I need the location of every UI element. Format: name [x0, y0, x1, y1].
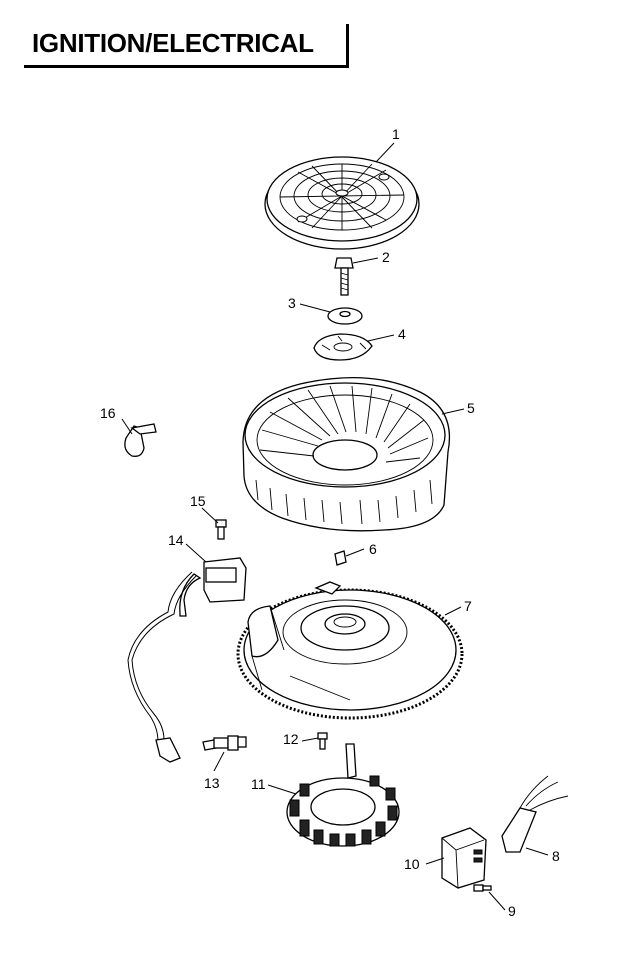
part-1-flywheel-screen	[264, 156, 420, 250]
callout-7: 7	[464, 598, 472, 614]
callout-15: 15	[190, 493, 206, 509]
callout-6: 6	[369, 541, 377, 557]
callout-1: 1	[392, 126, 400, 142]
title-box: IGNITION/ELECTRICAL	[24, 24, 349, 68]
page-title: IGNITION/ELECTRICAL	[32, 28, 314, 58]
part-2-flywheel-bolt	[334, 257, 354, 296]
callout-13: 13	[204, 775, 220, 791]
callout-16: 16	[100, 405, 116, 421]
part-12-screw	[317, 732, 328, 750]
callout-2: 2	[382, 249, 390, 265]
part-4-fan-retainer	[313, 333, 373, 361]
part-5-cooling-fan	[242, 376, 451, 532]
callout-5: 5	[467, 400, 475, 416]
part-13-spark-plug	[202, 735, 247, 751]
callout-4: 4	[398, 326, 406, 342]
part-7-flywheel	[236, 581, 464, 720]
callout-10: 10	[404, 856, 420, 872]
part-11-stator	[286, 743, 400, 847]
part-6-flywheel-key	[334, 550, 347, 566]
callout-11: 11	[251, 776, 266, 792]
part-9-screw	[473, 884, 492, 892]
callout-labels: 1 2 3 4 5 6 7 8 9 10 11 12 13 14 15 16	[100, 126, 560, 919]
callout-8: 8	[552, 848, 560, 864]
callout-12: 12	[283, 731, 299, 747]
part-16-clip	[124, 423, 157, 457]
part-3-washer	[327, 307, 363, 325]
callout-3: 3	[288, 295, 296, 311]
leader-lines	[121, 142, 549, 911]
part-10-regulator	[441, 827, 487, 889]
part-14-ignition-module	[127, 557, 247, 763]
callout-9: 9	[508, 903, 516, 919]
part-8-connector	[501, 775, 569, 853]
callout-14: 14	[168, 532, 184, 548]
part-15-screw	[215, 519, 227, 540]
